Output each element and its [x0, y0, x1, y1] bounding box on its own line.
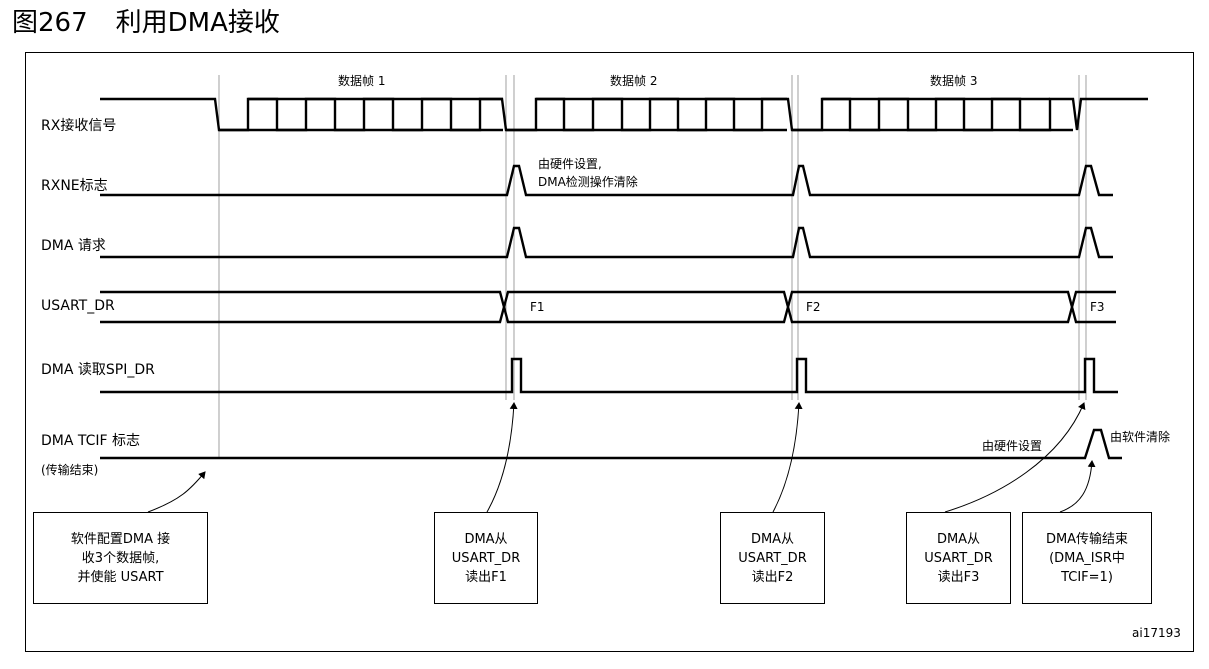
figure-id-label: ai17193: [1132, 626, 1181, 640]
usart-dr-value-f1: F1: [530, 300, 545, 314]
callout-arrows: [147, 402, 1096, 513]
signal-label-tcif-sub: (传输结束): [41, 462, 98, 477]
dma-read-waveform: [100, 357, 1118, 394]
box-end-line-3: TCIF=1): [1061, 569, 1113, 585]
signal-label-usart-dr: USART_DR: [41, 298, 115, 314]
box-f1-line-2: USART_DR: [451, 550, 521, 566]
rx-frame-top-lines: [219, 97, 1073, 132]
box-transfer-end: DMA传输结束 (DMA_ISR中 TCIF=1): [1022, 512, 1152, 604]
box-read-f2: DMA从 USART_DR 读出F2: [720, 512, 825, 604]
box-f1-line-3: 读出F1: [465, 569, 507, 585]
box-config-line-2: 收3个数据帧,: [81, 550, 160, 566]
box-software-config: 软件配置DMA 接 收3个数据帧, 并使能 USART: [33, 512, 208, 604]
tcif-waveform: [100, 428, 1122, 460]
box-f3-line-1: DMA从: [936, 531, 981, 547]
usart-dr-value-f3: F3: [1090, 300, 1105, 314]
tcif-set-note: 由硬件设置: [982, 439, 1042, 453]
arrow-end: [1059, 460, 1096, 513]
arrow-f1: [486, 402, 518, 513]
rxne-waveform: [100, 164, 1113, 197]
box-f2-line-1: DMA从: [750, 531, 795, 547]
signal-label-dma-read: DMA 读取SPI_DR: [41, 361, 155, 378]
arrow-config: [147, 471, 206, 513]
signal-label-rx: RX接收信号: [41, 117, 116, 134]
signal-label-tcif: DMA TCIF 标志: [41, 433, 140, 449]
usart-dr-bus: [100, 290, 1116, 324]
rxne-note-2: DMA检测操作清除: [538, 174, 638, 189]
dma-request-waveform: [100, 226, 1113, 259]
figure-number: 图267: [12, 8, 88, 38]
arrow-f3: [944, 402, 1086, 513]
box-config-line-1: 软件配置DMA 接: [70, 531, 171, 547]
box-end-line-2: (DMA_ISR中: [1049, 550, 1125, 566]
rxne-note-1: 由硬件设置,: [538, 157, 602, 171]
usart-dr-value-f2: F2: [806, 300, 821, 314]
box-f1-line-1: DMA从: [464, 531, 508, 547]
guide-lines: [218, 75, 1087, 458]
box-f2-line-3: 读出F2: [751, 569, 794, 585]
figure-title: 图267 利用DMA接收: [12, 6, 280, 40]
tcif-clear-note: 由软件清除: [1110, 429, 1170, 444]
box-read-f1: DMA从 USART_DR 读出F1: [434, 512, 538, 604]
frame-label-1: 数据帧 1: [338, 73, 385, 88]
rx-waveform: [100, 97, 1148, 132]
box-end-line-1: DMA传输结束: [1045, 531, 1129, 547]
box-f3-line-3: 读出F3: [937, 569, 980, 585]
frame-label-2: 数据帧 2: [610, 73, 657, 88]
arrow-f2: [772, 402, 803, 513]
box-f3-line-2: USART_DR: [924, 550, 993, 566]
signal-label-dma-request: DMA 请求: [41, 238, 106, 254]
frame-label-3: 数据帧 3: [930, 73, 977, 88]
box-read-f3: DMA从 USART_DR 读出F3: [906, 512, 1011, 604]
box-config-line-3: 并使能 USART: [77, 569, 164, 585]
box-f2-line-2: USART_DR: [738, 550, 807, 566]
signal-label-rxne: RXNE标志: [41, 178, 108, 194]
diagram-frame: [25, 52, 1194, 652]
figure-title-text: 利用DMA接收: [115, 8, 280, 38]
